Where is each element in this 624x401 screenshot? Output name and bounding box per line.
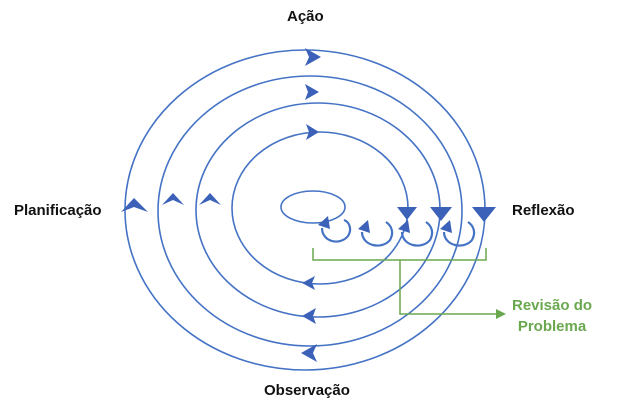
arrow-right-icon [305,84,319,100]
right-arrows [397,207,496,222]
arrow-up-icon [162,193,184,205]
curl-arrow-icon [398,220,410,233]
arrow-right-icon [306,124,319,140]
spiral-loops [124,49,486,371]
arrow-left-icon [302,276,315,290]
curl-arrowheads [318,216,452,233]
arrow-down-icon [430,207,452,221]
review-line-2: Problema [517,318,587,335]
curl-arrow-icon [318,216,330,229]
review-bracket [312,248,498,315]
label-reflexao: Reflexão [512,202,575,219]
spiral-loop-4 [157,75,463,347]
bracket-line [312,248,487,261]
curl-3 [400,221,434,247]
bottom-arrows [301,276,317,362]
review-line-1: Revisão do [512,297,593,314]
spiral-loop-1 [280,190,346,224]
curl-2 [360,221,394,247]
spiral-loop-2 [231,131,409,285]
label-observacao: Observação [264,382,350,399]
label-planificacao: Planificação [14,202,102,219]
label-acao: Ação [287,8,324,25]
arrow-down-icon [472,207,496,222]
arrow-right-icon [305,48,321,66]
arrow-left-icon [301,344,317,362]
arrow-left-icon [302,308,316,324]
arrow-up-icon [199,193,221,205]
arrow-down-icon [397,207,417,220]
review-connector-line [399,268,498,315]
left-arrows [121,193,221,212]
arrow-up-icon [121,198,148,212]
spiral-loop-5 [124,49,486,371]
curl-1 [320,218,352,243]
curl-4 [442,221,476,247]
reflection-curls [320,218,476,247]
label-revisao-do-problema: Revisão do Problema [512,295,592,337]
top-arrows [305,48,321,140]
review-arrow-icon [496,309,506,319]
curl-arrow-icon [440,220,452,233]
curl-arrow-icon [358,220,370,233]
